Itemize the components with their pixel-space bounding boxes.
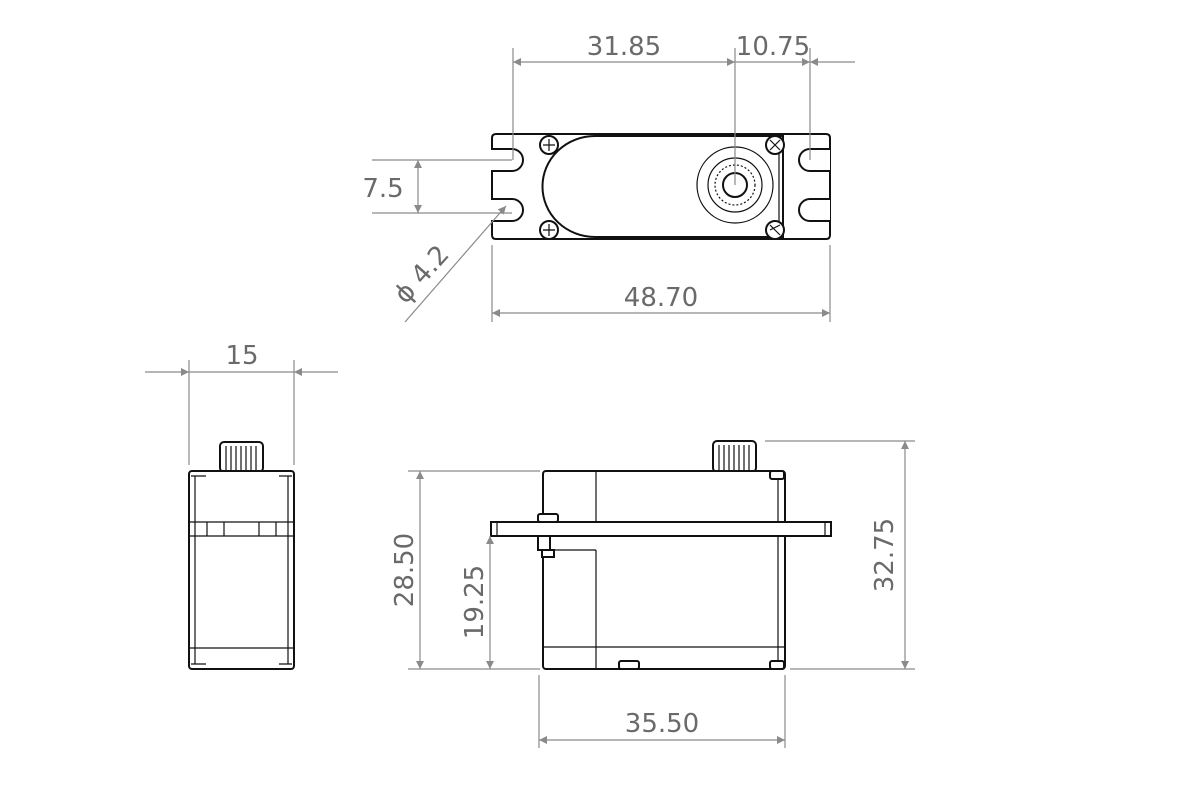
svg-text:10.75: 10.75 (736, 32, 810, 62)
svg-text:28.50: 28.50 (390, 533, 420, 607)
dim-hole-spacing: 7.5 (362, 159, 512, 214)
dim-hole-diameter: ϕ 4.2 (389, 205, 507, 323)
svg-text:19.25: 19.25 (460, 565, 490, 639)
dim-overall-length: 48.70 (491, 245, 831, 322)
servo-case-end (188, 470, 295, 670)
mounting-flange (490, 521, 832, 537)
end-view: 15 (145, 341, 338, 670)
dim-body-length: 35.50 (538, 675, 786, 748)
dim-total-height: 32.75 (765, 440, 915, 670)
mounting-ear-right (798, 148, 830, 222)
svg-text:15: 15 (225, 341, 258, 371)
dim-flange-height: 19.25 (460, 536, 494, 669)
servo-case-side (542, 470, 786, 670)
screw-icon (539, 135, 785, 240)
svg-text:35.50: 35.50 (625, 709, 699, 739)
dim-width: 15 (145, 341, 338, 465)
dim-body-height: 28.50 (390, 470, 540, 670)
dim-horn-to-hole: 10.75 (735, 32, 855, 160)
svg-text:7.5: 7.5 (362, 174, 403, 204)
svg-text:48.70: 48.70 (624, 283, 698, 313)
dim-horn-offset: 31.85 (512, 32, 736, 185)
svg-text:31.85: 31.85 (587, 32, 661, 62)
top-view: 31.85 10.75 7.5 ϕ 4.2 48.70 (362, 32, 855, 323)
svg-text:32.75: 32.75 (870, 518, 900, 592)
side-view: 28.50 19.25 32.75 35.50 (390, 440, 915, 748)
